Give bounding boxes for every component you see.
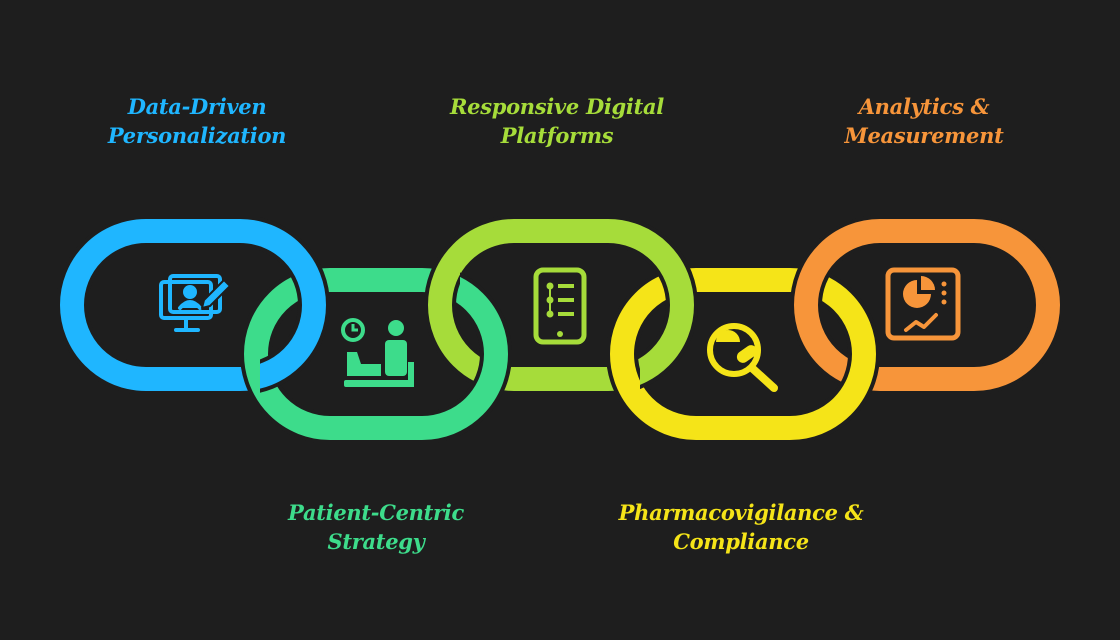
pill-search-icon: [707, 323, 778, 392]
chain-link-5: [790, 215, 1064, 395]
chain-link-1-overlap: [260, 217, 330, 393]
patient-consultation-icon: [341, 318, 414, 387]
chain-link-3-overlap: [640, 220, 698, 390]
label-line: Strategy: [327, 529, 425, 554]
label-line: Pharmacovigilance &: [618, 500, 864, 525]
label-line: Data-Driven: [127, 94, 267, 119]
label-responsive-digital-platforms: Responsive Digital Platforms: [407, 92, 707, 150]
label-pharmacovigilance-compliance: Pharmacovigilance & Compliance: [591, 498, 891, 556]
label-analytics-measurement: Analytics & Measurement: [774, 92, 1074, 150]
label-line: Measurement: [844, 123, 1004, 148]
mobile-app-icon: [533, 267, 587, 345]
label-line: Responsive Digital: [449, 94, 664, 119]
label-line: Personalization: [107, 123, 287, 148]
label-data-driven-personalization: Data-Driven Personalization: [47, 92, 347, 150]
label-line: Compliance: [673, 529, 809, 554]
label-line: Analytics &: [858, 94, 990, 119]
label-patient-centric-strategy: Patient-Centric Strategy: [226, 498, 526, 556]
analytics-dashboard-icon: [885, 267, 961, 341]
label-line: Patient-Centric: [288, 500, 464, 525]
chain-link-2-overlap: [460, 272, 512, 436]
label-line: Platforms: [500, 123, 614, 148]
personalization-monitor-icon: [159, 274, 231, 332]
chain-link-4-overlap: [830, 273, 880, 435]
